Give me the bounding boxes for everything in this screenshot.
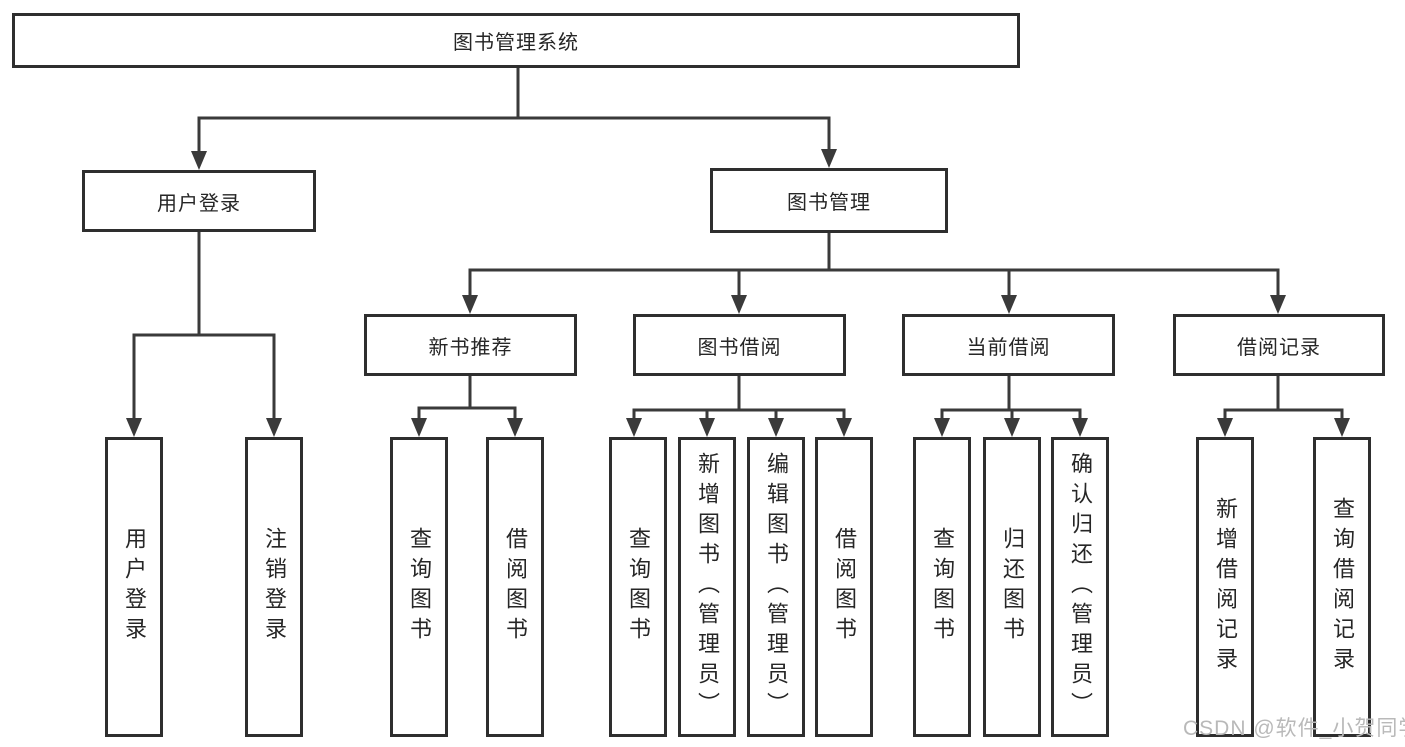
leaf-add-book-admin-label: 新增图书（管理员） <box>695 452 720 722</box>
leaf-return-books-label: 归还图书 <box>1000 527 1025 647</box>
leaf-edit-book-admin: 编辑图书（管理员） <box>747 437 805 737</box>
connector-root-to-level2 <box>191 68 837 170</box>
leaf-user-login-label: 用户登录 <box>122 527 147 647</box>
leaf-logout-label: 注销登录 <box>262 527 287 647</box>
leaf-add-borrow-record-label: 新增借阅记录 <box>1213 497 1238 677</box>
connector-current-borrowing-to-leaves <box>934 376 1088 437</box>
leaf-query-borrow-record: 查询借阅记录 <box>1313 437 1371 737</box>
node-book-management: 图书管理 <box>710 168 948 233</box>
node-user-login: 用户登录 <box>82 170 316 232</box>
connector-new-book-recommend-to-leaves <box>411 376 523 437</box>
connector-user-login-to-leaves <box>126 232 282 437</box>
leaf-confirm-return-admin-label: 确认归还（管理员） <box>1068 452 1093 722</box>
leaf-query-books-borrowing: 查询图书 <box>609 437 667 737</box>
leaf-add-borrow-record: 新增借阅记录 <box>1196 437 1254 737</box>
leaf-add-book-admin: 新增图书（管理员） <box>678 437 736 737</box>
leaf-user-login: 用户登录 <box>105 437 163 737</box>
connector-book-management-to-level3 <box>462 233 1286 314</box>
leaf-return-books: 归还图书 <box>983 437 1041 737</box>
node-new-book-recommend: 新书推荐 <box>364 314 577 376</box>
leaf-borrow-books-recommend: 借阅图书 <box>486 437 544 737</box>
leaf-borrow-books-borrowing-label: 借阅图书 <box>832 527 857 647</box>
leaf-logout: 注销登录 <box>245 437 303 737</box>
csdn-watermark: CSDN @软件_小贺同学 <box>1183 717 1405 740</box>
leaf-query-books-current: 查询图书 <box>913 437 971 737</box>
leaf-query-books-recommend: 查询图书 <box>390 437 448 737</box>
leaf-query-books-recommend-label: 查询图书 <box>407 527 432 647</box>
node-borrowing-records: 借阅记录 <box>1173 314 1385 376</box>
connector-borrowing-records-to-leaves <box>1217 376 1350 437</box>
leaf-query-borrow-record-label: 查询借阅记录 <box>1330 497 1355 677</box>
leaf-query-books-current-label: 查询图书 <box>930 527 955 647</box>
leaf-borrow-books-borrowing: 借阅图书 <box>815 437 873 737</box>
node-current-borrowing: 当前借阅 <box>902 314 1115 376</box>
leaf-borrow-books-recommend-label: 借阅图书 <box>503 527 528 647</box>
leaf-query-books-borrowing-label: 查询图书 <box>626 527 651 647</box>
node-root: 图书管理系统 <box>12 13 1020 68</box>
node-book-borrowing: 图书借阅 <box>633 314 846 376</box>
leaf-confirm-return-admin: 确认归还（管理员） <box>1051 437 1109 737</box>
leaf-edit-book-admin-label: 编辑图书（管理员） <box>764 452 789 722</box>
connector-book-borrowing-to-leaves <box>626 376 852 437</box>
